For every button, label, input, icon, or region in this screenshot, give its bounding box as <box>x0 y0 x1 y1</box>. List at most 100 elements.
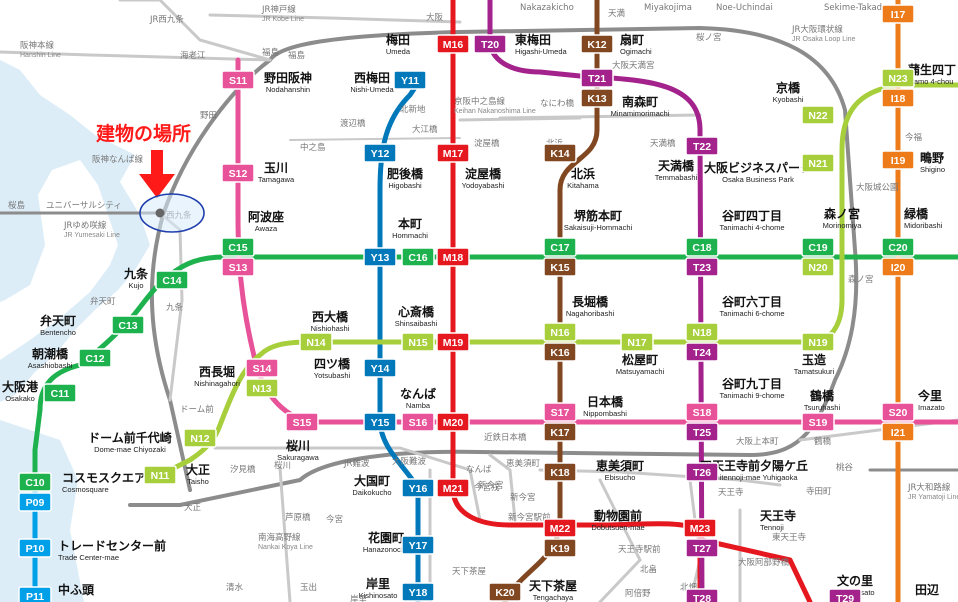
station-name: 大国町 <box>354 473 390 488</box>
label-text: 大江橋 <box>412 124 438 135</box>
river-water <box>0 135 150 402</box>
badge-box <box>78 348 112 368</box>
badge-t21: T21 <box>580 68 614 88</box>
station-tanabe: 田辺 <box>915 583 939 597</box>
badge-box <box>685 402 719 422</box>
station-name: 大阪ビジネスパーク <box>704 160 812 175</box>
badge-k14: K14 <box>543 143 577 163</box>
badge-box <box>436 247 470 267</box>
label-text: 大正 <box>184 502 202 513</box>
badge-code: I21 <box>891 427 906 439</box>
badge-m16: M16 <box>436 34 470 54</box>
label-yodoyabashi-k: 淀屋橋 <box>474 138 500 149</box>
badge-box <box>221 70 255 90</box>
badge-box <box>685 237 719 257</box>
station-name-en: Midoribashi <box>904 221 943 230</box>
station-name: 岸里 <box>366 576 390 591</box>
station-name-en: Matsuyamachi <box>616 367 665 376</box>
badge-code: N16 <box>550 327 569 339</box>
label-tengachaya-n: 天下茶屋 <box>452 566 487 577</box>
label-osaka-namba: 大阪難波 <box>392 456 427 467</box>
badge-k13: K13 <box>580 88 614 108</box>
station-name-en: Ogimachi <box>620 47 652 56</box>
badge-code: M18 <box>443 252 464 264</box>
badge-box <box>363 247 397 267</box>
label-text: 天満 <box>608 9 626 19</box>
badge-code: Y16 <box>409 483 428 495</box>
station-name-en: Nishi-Umeda <box>350 85 394 94</box>
station-name: 九条 <box>123 266 149 281</box>
badge-box <box>363 412 397 432</box>
badge-c17: C17 <box>543 237 577 257</box>
badge-box <box>401 478 435 498</box>
label-usj: ユニバーサルシティ <box>46 201 122 211</box>
badge-box <box>393 70 427 90</box>
station-name: 京橋 <box>776 80 801 95</box>
label-imamiya: 今宮 <box>326 514 343 525</box>
badge-box <box>543 462 577 482</box>
badge-box <box>221 237 255 257</box>
badge-box <box>543 422 577 442</box>
badge-s14: S14 <box>245 358 279 378</box>
station-name-en: Yodoyabashi <box>462 181 505 190</box>
badge-code: S20 <box>889 407 908 419</box>
station-name-en: Bentencho <box>40 328 76 337</box>
station-name: 恵美須町 <box>596 458 644 473</box>
badge-code: C20 <box>888 242 907 254</box>
subway-lines <box>32 0 958 602</box>
label-tennoji-jr: 天王寺 <box>718 488 744 498</box>
badge-s16: S16 <box>401 412 435 432</box>
label-text: 福島 <box>288 50 306 61</box>
label-sakuragawa-h: 桜川 <box>274 460 291 471</box>
badge-code: S15 <box>293 417 312 429</box>
label-text: 京阪中之島線 <box>454 96 506 107</box>
label-text: Noe-Uchindai <box>716 3 773 13</box>
label-text: 阪神なんば線 <box>92 154 144 165</box>
badge-box <box>881 422 915 442</box>
badge-box <box>881 150 915 170</box>
label-text: 近鉄日本橋 <box>484 432 527 443</box>
label-hanshin-namba: 阪神なんば線 <box>92 154 144 165</box>
badge-m22: M22 <box>543 518 577 538</box>
label-osaka-abenobashi: 大阪阿部野橋 <box>738 557 790 568</box>
badge-n16: N16 <box>543 322 577 342</box>
station-labels: 梅田Umeda東梅田Higashi-Umeda扇町Ogimachi野田阪神Nod… <box>2 32 956 602</box>
badge-code: N14 <box>306 337 325 349</box>
badge-c16: C16 <box>401 247 435 267</box>
label-text: ドーム前 <box>180 404 214 415</box>
badge-box <box>18 538 52 558</box>
station-name: 心斎橋 <box>398 304 435 319</box>
label-text: 新今宮 <box>510 492 536 503</box>
building-location-label: 建物の場所 <box>96 122 191 145</box>
station-name: 西大橋 <box>312 309 349 324</box>
badge-c20: C20 <box>881 237 915 257</box>
station-name: 谷町九丁目 <box>722 376 782 391</box>
badge-code: K18 <box>550 467 569 479</box>
badge-box <box>685 588 719 602</box>
badge-k19: K19 <box>543 538 577 558</box>
label-taisho-jr: 大正 <box>184 502 202 513</box>
badge-y11: Y11 <box>393 70 427 90</box>
station-name-en: Tsuruhashi <box>804 403 841 412</box>
label-jr-nishikujo: JR西九条 <box>149 14 184 25</box>
label-kitabata: 北畑 <box>680 583 697 593</box>
station-name-en: Tamatsukuri <box>794 367 835 376</box>
label-text: 今宮 <box>326 514 343 525</box>
label-text: Miyakojima <box>644 3 692 13</box>
badge-box <box>543 342 577 362</box>
badge-s18: S18 <box>685 402 719 422</box>
badge-code: K14 <box>550 148 569 160</box>
badge-n18: N18 <box>685 322 719 342</box>
badge-t23: T23 <box>685 257 719 277</box>
badge-box <box>543 257 577 277</box>
